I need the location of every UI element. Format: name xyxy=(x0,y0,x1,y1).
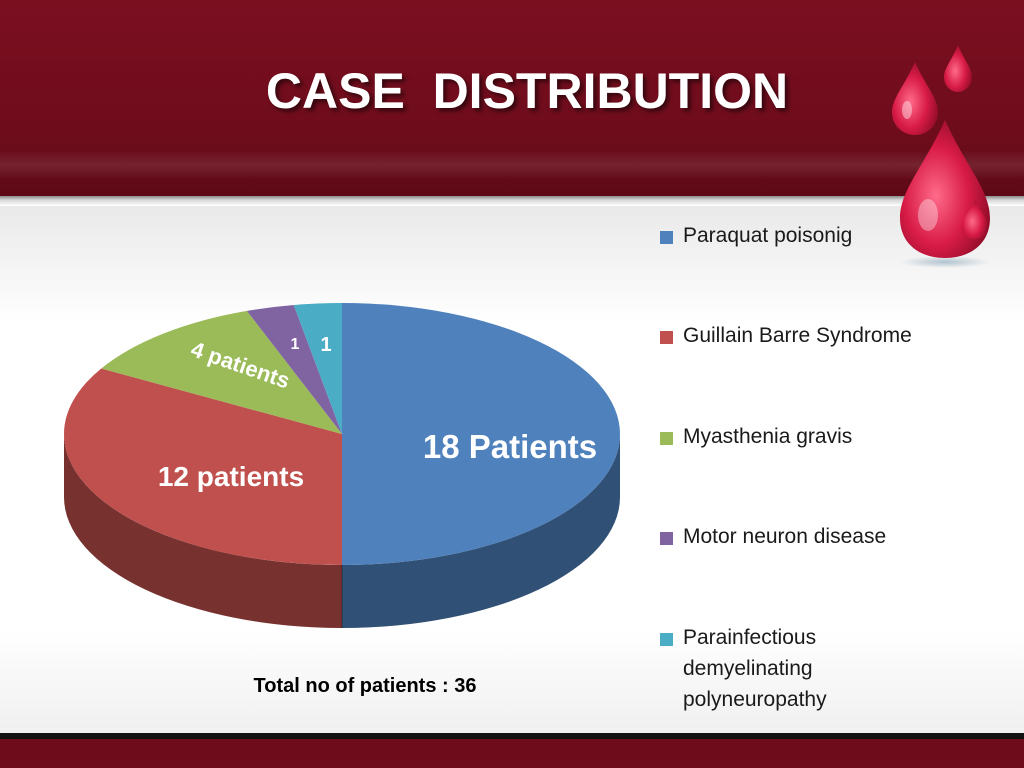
legend-label: Myasthenia gravis xyxy=(683,425,853,448)
pie-slice-0 xyxy=(342,303,620,565)
pie-side-1 xyxy=(64,434,342,628)
small-drop-right xyxy=(962,200,988,239)
pie-slice-4 xyxy=(293,303,342,434)
pie-slice-3 xyxy=(246,304,342,434)
pie-slice-2 xyxy=(101,310,342,434)
legend-label: Paraquat poisonig xyxy=(683,224,853,247)
medium-drop xyxy=(892,62,938,135)
slide-title: CASE DISTRIBUTION xyxy=(265,63,789,119)
footer-band xyxy=(0,739,1024,768)
data-label-0: 18 Patients xyxy=(423,428,597,465)
large-drop-highlight xyxy=(918,199,938,231)
legend-swatch xyxy=(660,231,673,244)
legend-swatch xyxy=(660,331,673,344)
header-shine xyxy=(0,150,1024,180)
pie-side-0 xyxy=(342,434,620,628)
blood-drops-decoration xyxy=(892,45,990,268)
legend-label: Parainfectious demyelinating polyneuropa… xyxy=(683,626,827,711)
data-label-3: 1 xyxy=(291,336,300,353)
data-label-1: 12 patients xyxy=(158,461,304,492)
legend-item: Guillain Barre Syndrome xyxy=(660,324,973,351)
small-drop-top xyxy=(944,45,972,92)
legend-label: Motor neuron disease xyxy=(683,525,887,548)
total-patients-text: Total no of patients : 36 xyxy=(253,675,477,697)
header-band xyxy=(0,0,1024,196)
data-label-4: 1 xyxy=(320,334,331,356)
legend-item: Myasthenia gravis xyxy=(660,425,883,452)
drop-shadow xyxy=(900,256,990,268)
pie-slice-1 xyxy=(63,368,342,565)
legend-item: Paraquat poisonig xyxy=(660,224,883,251)
legend-label: Guillain Barre Syndrome xyxy=(683,324,912,347)
medium-drop-highlight xyxy=(902,101,912,119)
legend-swatch xyxy=(660,432,673,445)
legend-item: Motor neuron disease xyxy=(660,525,943,552)
footer-line xyxy=(0,733,1024,739)
pie-side-edge xyxy=(341,565,343,628)
header-separator xyxy=(0,196,1024,206)
legend-swatch xyxy=(660,633,673,646)
legend-swatch xyxy=(660,532,673,545)
legend-item: Parainfectious demyelinating polyneuropa… xyxy=(660,626,863,715)
